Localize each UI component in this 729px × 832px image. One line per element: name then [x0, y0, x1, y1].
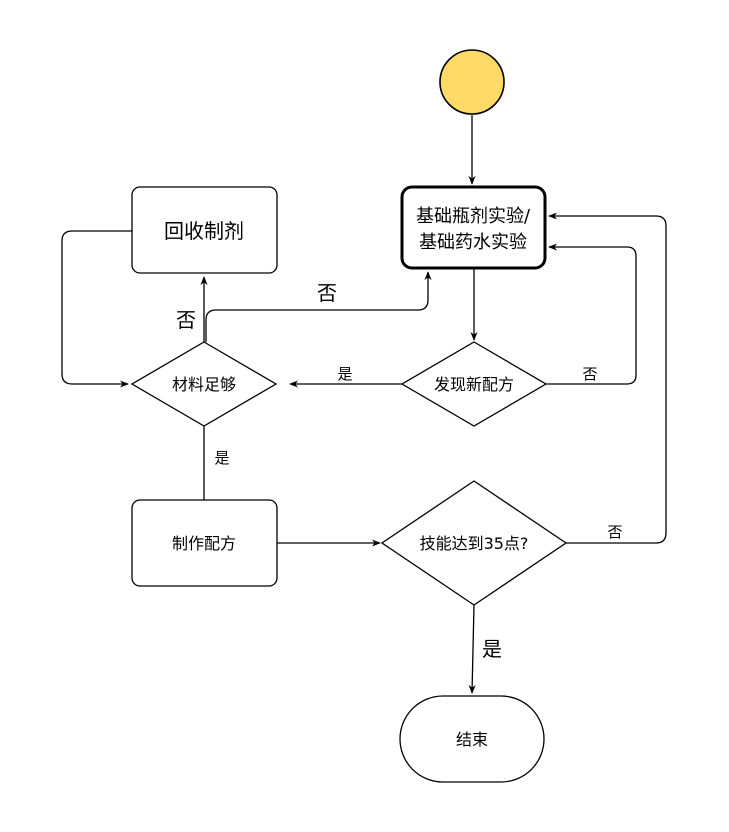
node-recycle: 回收制剂 [131, 186, 278, 274]
node-skill-check-label: 技能达到35点? [420, 534, 529, 553]
edge-label-materials-yes: 是 [214, 449, 229, 467]
node-make-recipe: 制作配方 [131, 499, 278, 587]
node-materials-enough-label: 材料足够 [172, 375, 236, 394]
node-basic-experiment-line1: 基础瓶剂实验/ [416, 206, 531, 227]
edge-label-new-recipe-no: 否 [582, 365, 597, 383]
node-new-recipe-label: 发现新配方 [434, 375, 514, 394]
node-new-recipe: 发现新配方 [400, 341, 548, 427]
edge-label-materials-no-experiment: 否 [317, 281, 337, 305]
node-end: 结束 [399, 695, 545, 783]
start-node [439, 49, 505, 115]
node-basic-experiment-line2: 基础药水实验 [419, 232, 527, 253]
edge-label-materials-no: 否 [176, 308, 196, 332]
node-basic-experiment: 基础瓶剂实验/ 基础药水实验 [400, 185, 547, 270]
edge-label-skill-yes: 是 [482, 637, 502, 661]
node-materials-enough: 材料足够 [130, 341, 278, 427]
edge-recycle-to-materials [61, 230, 132, 388]
edge-skill-no [548, 212, 667, 544]
node-make-recipe-label: 制作配方 [172, 534, 236, 553]
edge-materials-no-to-experiment [205, 271, 432, 342]
edge-new-recipe-no [546, 243, 637, 385]
node-skill-check: 技能达到35点? [380, 480, 568, 606]
node-recycle-label: 回收制剂 [164, 219, 244, 243]
edge-skill-yes [468, 604, 476, 694]
edge-label-new-recipe-yes: 是 [337, 365, 352, 383]
edge-label-skill-no: 否 [607, 523, 622, 541]
node-end-label: 结束 [456, 730, 488, 749]
